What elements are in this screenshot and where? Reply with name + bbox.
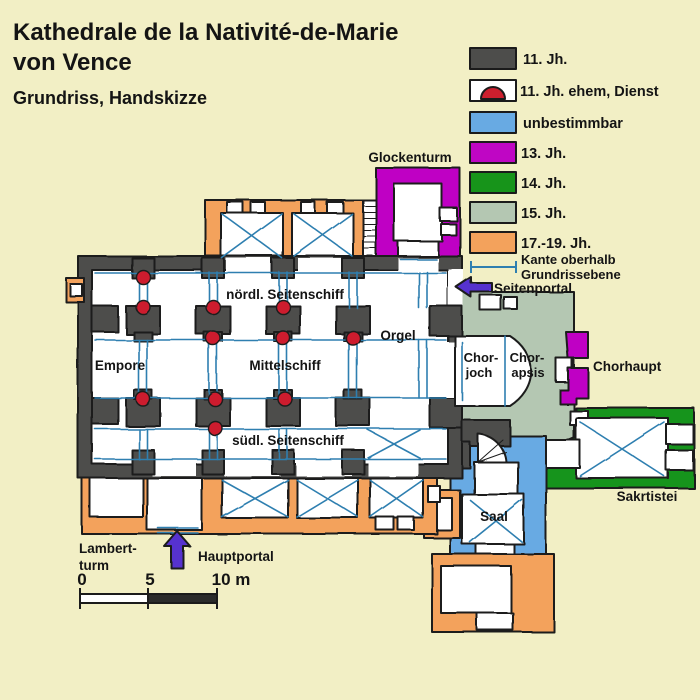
- seitenportal-arrow: [455, 276, 493, 298]
- legend-label-kante-1: Kante oberhalb: [521, 252, 616, 267]
- label-mittelschiff: Mittelschiff: [249, 358, 321, 373]
- scale-tick-10: 10 m: [212, 570, 251, 589]
- saal-wing: [443, 419, 547, 559]
- legend-label-kante-2: Grundrissebene: [521, 267, 621, 282]
- legend-label-14jh: 14. Jh.: [521, 176, 566, 192]
- hauptportal-arrow: [163, 530, 191, 569]
- legend-dienst-dot: [480, 86, 506, 100]
- south-annex: [431, 543, 555, 633]
- legend-swatch-15jh: [469, 201, 517, 224]
- legend-label-13jh: 13. Jh.: [521, 146, 566, 162]
- label-chorjoch-2: joch: [465, 365, 493, 380]
- south-chapels: [81, 471, 441, 535]
- scale-tick-0: 0: [77, 570, 86, 589]
- legend-label-11jh: 11. Jh.: [523, 52, 567, 68]
- legend-label-15jh: 15. Jh.: [521, 206, 566, 222]
- label-sakristei: Sakrtistei: [617, 489, 678, 504]
- bell-tower: [375, 167, 461, 260]
- legend-label-11jh-dienst: 11. Jh. ehem, Dienst: [520, 84, 659, 100]
- chorhaupt-shapes: [559, 331, 589, 405]
- page-subtitle: Grundriss, Handskizze: [13, 88, 207, 108]
- label-lambertturm-1: Lambert-: [79, 541, 137, 556]
- label-saal: Saal: [480, 509, 508, 524]
- legend: [469, 47, 517, 273]
- scale-tick-5: 5: [145, 570, 154, 589]
- dienste-dots: [135, 269, 361, 436]
- legend-swatch-unbestimmbar: [469, 111, 517, 134]
- label-orgel: Orgel: [380, 328, 415, 343]
- label-seitenportal: Seitenportal: [494, 281, 572, 296]
- label-chorhaupt: Chorhaupt: [593, 359, 662, 374]
- plan-drawing: [65, 167, 695, 633]
- vault-lines: [94, 213, 665, 543]
- plan-labels: Glockenturm nördl. Seitenschiff Orgel Em…: [79, 150, 677, 573]
- legend-swatch-13jh: [469, 141, 517, 164]
- label-hauptportal: Hauptportal: [198, 549, 274, 564]
- choir-apse: [454, 335, 573, 407]
- legend-kante-line: [470, 261, 517, 273]
- legend-swatch-14jh: [469, 171, 517, 194]
- legend-swatch-11jh: [469, 47, 517, 70]
- page-title-line1: Kathedrale de la Nativité-de-Marie: [13, 19, 398, 46]
- label-chorapsis-2: apsis: [511, 365, 544, 380]
- label-empore: Empore: [95, 358, 146, 373]
- label-chorapsis-1: Chor-: [510, 350, 545, 365]
- legend-labels: 11. Jh. 11. Jh. ehem, Dienst unbestimmba…: [494, 52, 659, 296]
- label-noerdl-seitenschiff: nördl. Seitenschiff: [226, 287, 344, 302]
- label-glockenturm: Glockenturm: [368, 150, 451, 165]
- legend-label-17-19jh: 17.-19. Jh.: [521, 236, 591, 252]
- label-chorjoch-1: Chor-: [464, 350, 499, 365]
- page-title-line2: von Vence: [13, 49, 132, 76]
- label-suedl-seitenschiff: südl. Seitenschiff: [232, 433, 344, 448]
- title-block: Kathedrale de la Nativité-de-Marie von V…: [13, 19, 398, 108]
- scale-bar: 0 5 10 m: [77, 570, 250, 609]
- label-lambertturm-2: turm: [79, 558, 109, 573]
- legend-swatch-17-19jh: [469, 231, 517, 254]
- legend-label-unbestimmbar: unbestimmbar: [523, 116, 623, 132]
